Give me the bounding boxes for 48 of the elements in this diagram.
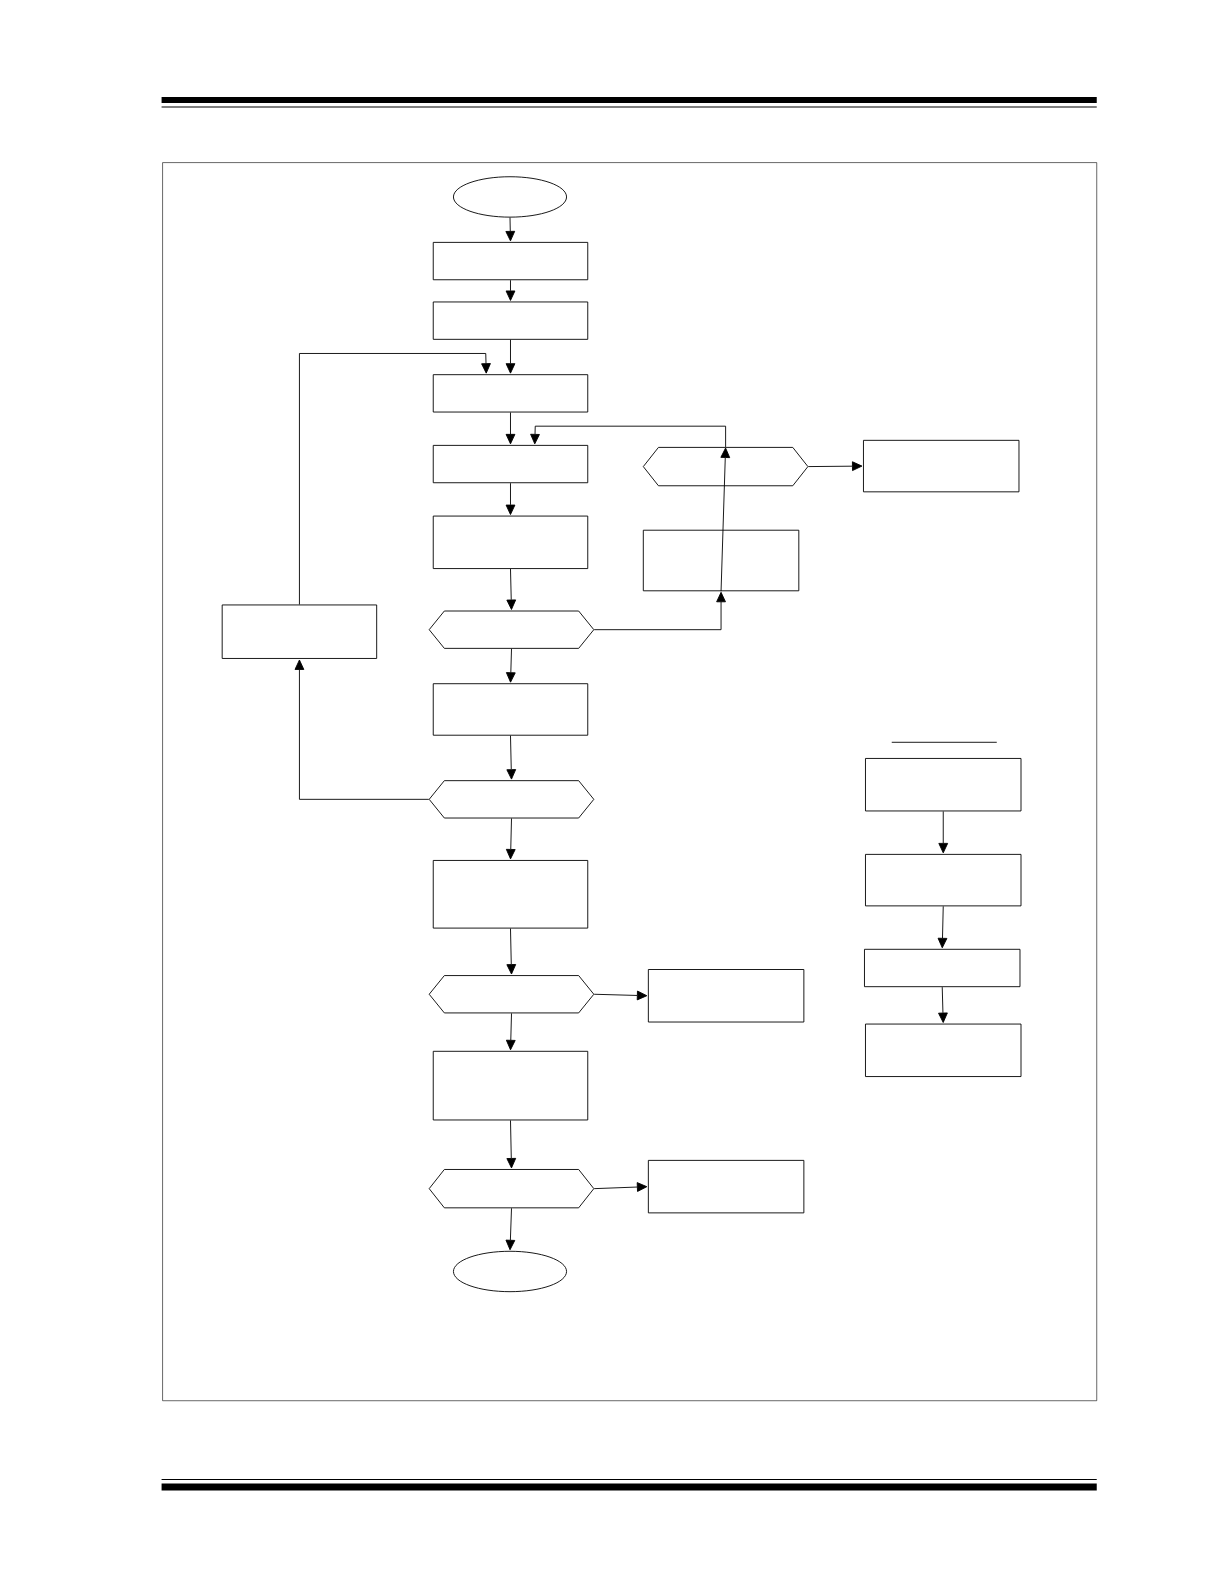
arrow: [506, 568, 517, 610]
process-box: [865, 758, 1022, 812]
process-box: [432, 860, 589, 929]
arrow: [299, 353, 491, 605]
process-box: [432, 374, 589, 413]
process-box: [432, 241, 589, 281]
arrow: [505, 818, 516, 860]
arrow: [294, 659, 430, 800]
decision-hexagon: [642, 446, 809, 487]
process-box: [432, 301, 589, 340]
process-box: [642, 529, 800, 592]
arrow: [530, 425, 727, 448]
arrow: [937, 905, 948, 949]
arrow: [505, 1207, 516, 1251]
process-box: [863, 439, 1020, 493]
process-box: [865, 853, 1022, 907]
process-box: [432, 515, 589, 570]
arrow: [593, 990, 648, 1001]
arrow: [506, 1120, 517, 1169]
arrow: [938, 810, 949, 854]
arrow: [938, 986, 948, 1023]
process-box: [221, 604, 378, 659]
decision-hexagon: [428, 610, 595, 649]
arrow: [807, 461, 863, 472]
process-box: [647, 1159, 805, 1214]
arrow: [505, 339, 516, 374]
decision-hexagon: [428, 975, 595, 1014]
process-box: [864, 948, 1021, 988]
arrow: [506, 928, 517, 975]
arrow: [593, 591, 726, 631]
decision-hexagon: [428, 1169, 595, 1209]
arrow: [505, 412, 516, 445]
arrow: [506, 735, 517, 780]
arrow: [720, 447, 731, 592]
process-box: [647, 969, 805, 1023]
arrow: [505, 648, 516, 683]
process-box: [432, 1050, 589, 1121]
arrow: [593, 1182, 648, 1192]
decision-hexagon: [428, 780, 595, 819]
terminal-ellipse: [453, 176, 567, 218]
arrow: [505, 217, 516, 242]
arrow: [505, 482, 516, 515]
arrow: [505, 279, 516, 301]
arrow: [505, 1012, 516, 1051]
process-box: [432, 683, 589, 736]
process-box: [865, 1023, 1022, 1077]
process-box: [432, 444, 589, 484]
terminal-ellipse: [453, 1250, 567, 1293]
